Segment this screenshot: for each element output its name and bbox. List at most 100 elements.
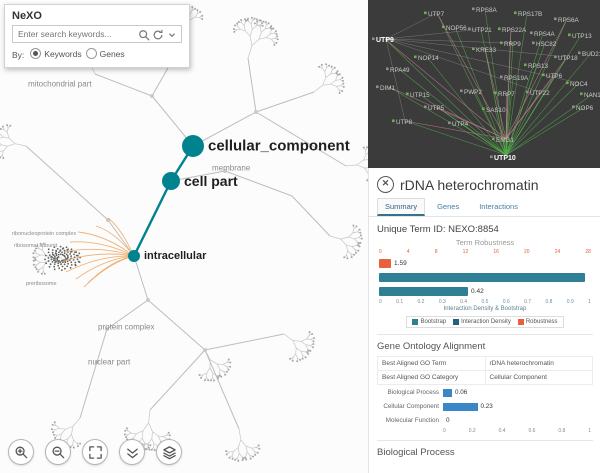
tree-node-label[interactable]: membrane [212,163,251,173]
radio-icon[interactable] [85,48,97,59]
search-box[interactable] [12,25,182,43]
network-node-label[interactable]: RPS8A [476,7,497,14]
tab-interactions[interactable]: Interactions [479,202,518,211]
network-node-label[interactable]: UTP7 [428,11,445,18]
network-node-label[interactable]: DIM1 [380,85,396,92]
tree-node-label[interactable]: nuclear part [88,357,131,367]
network-node-label[interactable]: RPS17B [518,11,542,18]
layers-button[interactable] [156,439,182,465]
radio-label: Keywords [44,48,82,59]
term-title: rDNA heterochromatin [400,176,539,193]
term-id-value: NEXO:8854 [448,224,499,235]
network-node-label[interactable]: UTP22 [530,90,550,97]
bar-value-label: 1.59 [394,259,407,267]
tree-node-label[interactable]: protein complex [98,322,155,332]
table-cell: rDNA heterochromatin [484,356,593,371]
network-node-label[interactable]: RPS22A [502,27,527,34]
tree-node-label[interactable]: cellular_component [208,137,350,155]
legend-swatch [453,319,460,325]
network-node-label[interactable]: RPS19A [504,75,529,82]
table-cell: Best Aligned GO Category [377,370,486,385]
legend-item: Bootstrap [412,319,446,325]
network-node-label[interactable]: UTP6 [546,73,563,80]
search-mode-keywords[interactable]: Keywords [30,48,82,59]
network-node-label[interactable]: UTP8 [396,119,413,126]
network-node-label[interactable]: UTP4 [452,121,469,128]
tab-summary[interactable]: Summary [377,198,426,216]
close-icon[interactable]: ✕ [377,176,394,193]
network-node-label[interactable]: RPA49 [390,67,410,74]
legend-item: Robustness [517,319,558,325]
tree-node-label[interactable]: mitochondrial part [28,79,92,89]
network-node-label[interactable]: BUD21 [582,51,600,58]
table-cell: Best Aligned GO Term [377,356,486,371]
network-node-label[interactable]: RPS6A [558,17,579,24]
alignment-value-label: 0.23 [480,403,493,410]
chevron-down-icon[interactable] [166,28,178,40]
unique-term-id: Unique Term ID: NEXO:8854 [377,224,593,235]
network-node-label[interactable]: HSC82 [536,41,557,48]
network-node-label[interactable]: NOP56 [446,25,467,32]
radio-label: Genes [99,48,125,59]
tab-genes[interactable]: Genes [437,202,460,211]
collapse-icon [126,448,138,458]
legend-item: Interaction Density [453,319,511,325]
network-node-label[interactable]: EMG1 [496,137,514,144]
term-id-label: Unique Term ID: [377,224,446,235]
network-node-label[interactable]: NAN1 [584,92,600,99]
collapse-button[interactable] [119,439,145,465]
network-node-label[interactable]: UTP9 [376,37,394,44]
biological-process-title: Biological Process [377,440,593,458]
zoom-in-icon [15,446,27,458]
alignment-bar-row: Cellular Component 0.23 [377,400,593,413]
tree-node-label[interactable]: cell part [184,173,238,189]
reset-icon[interactable] [152,28,164,40]
tree-node-label[interactable]: preribosome [26,281,57,287]
legend-swatch [517,319,524,325]
network-node-label[interactable]: RRP7 [498,91,515,98]
tree-node-label[interactable]: intracellular [144,250,207,262]
radio-icon[interactable] [30,48,42,59]
table-cell: Cellular Component [484,370,593,385]
network-node-label[interactable]: RPS13 [528,63,548,70]
network-node-label[interactable]: NOP6 [576,105,594,112]
tree-node-label[interactable]: ribonucleoprotein complex [12,231,77,237]
ontology-tree-canvas[interactable] [0,0,368,473]
robustness-bar-row: 1.59 [379,257,591,269]
network-node-label[interactable]: UTP18 [558,55,578,62]
network-node-label[interactable]: PWP2 [464,89,482,96]
network-node-label[interactable]: NOP14 [418,55,439,62]
search-icon[interactable] [138,28,150,41]
zoom-out-button[interactable] [45,439,71,465]
gene-network-panel[interactable]: UTP7 RPS8A RPS17B RPS6A NOP56 UTP21 RPS22A RPS4… [368,0,600,168]
network-node-label[interactable]: NOC4 [570,81,588,88]
network-node-label[interactable]: UTP15 [410,92,430,99]
fit-button[interactable] [82,439,108,465]
network-node-label[interactable]: UTP5 [428,105,445,112]
network-node-label[interactable]: SAS10 [486,107,506,114]
network-node-label[interactable]: UTP10 [494,155,516,162]
robustness-legend: Bootstrap Interaction Density Robustness [406,316,564,328]
bar-value-label: 0.42 [471,287,484,295]
zoom-in-button[interactable] [8,439,34,465]
network-node-label[interactable]: RRP9 [504,41,521,48]
legend-swatch [412,319,419,325]
network-node-label[interactable]: RPS4A [534,31,555,38]
alignment-category-label: Cellular Component [383,403,439,410]
gene-network-canvas[interactable]: UTP7 RPS8A RPS17B RPS6A NOP56 UTP21 RPS22A RPS4… [368,0,600,168]
network-node-label[interactable]: KRE33 [476,47,496,54]
network-node-label[interactable]: UTP13 [572,33,592,40]
robustness-bar [379,258,392,268]
network-node-label[interactable]: UTP21 [472,27,492,34]
tree-node-label[interactable]: ribosomal subunit [14,243,58,249]
search-mode-genes[interactable]: Genes [85,48,125,59]
search-input[interactable] [16,28,136,40]
